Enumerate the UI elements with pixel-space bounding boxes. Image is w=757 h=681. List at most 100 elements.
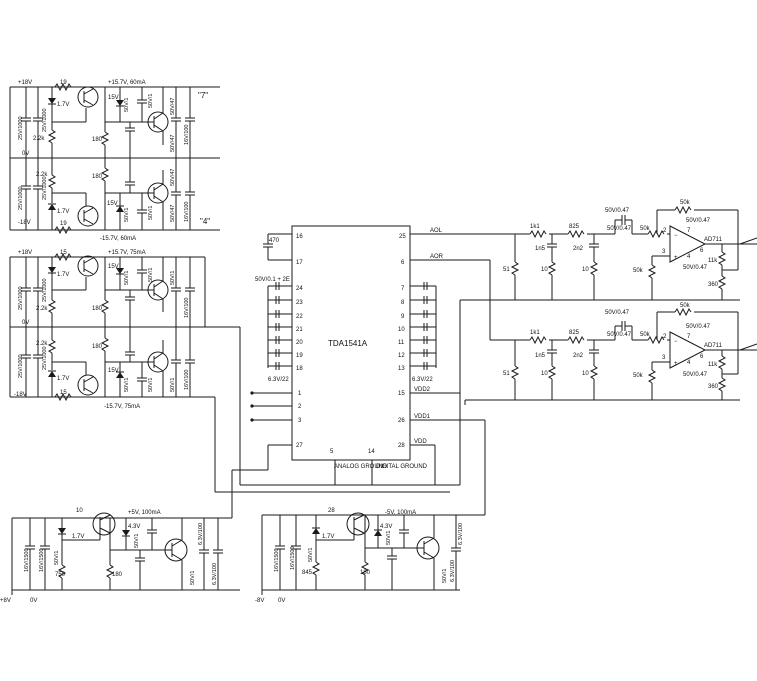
- supply-mid-z15-neg: 15V: [108, 368, 119, 374]
- supply-mid-cap-in-pos-b: 25V/1000: [42, 278, 48, 302]
- svg-text:+: +: [674, 255, 678, 261]
- dac-pin-16: 16: [296, 234, 303, 240]
- supply-m5v-r-series: 28: [328, 508, 335, 514]
- supply-mid-r-series-pos: 15: [60, 250, 67, 256]
- dac-pin-12: 12: [398, 353, 405, 359]
- dac-pin-2: 2: [298, 404, 302, 410]
- supply-mid-r-bias-neg: 2.2k: [36, 341, 48, 347]
- dac-net-vdd2: VDD2: [414, 387, 431, 393]
- supply-5v-section: +8V 0V 10 +5V, 100mA 16V/1500 16V/1500 1…: [0, 508, 240, 604]
- supply-top-z15-pos: 15V: [108, 95, 119, 101]
- out-top-pin7: 7: [687, 228, 691, 234]
- supply-5v-pos-in: +8V: [0, 598, 11, 604]
- dac-pin-24: 24: [296, 286, 303, 292]
- out-bot-opamp: [669, 331, 707, 369]
- output-stage-bottom: 1k1 825 51 1n5 10 2n2 10 50V/0.47 50V/0.…: [503, 303, 757, 400]
- supply-5v-c-in-b: 16V/1500: [39, 548, 45, 572]
- out-bot-r1: 1k1: [530, 330, 540, 336]
- out-bot-c-fb: 50V/0.47: [686, 324, 711, 330]
- supply-top-r-bias-pos: 2.2k: [33, 136, 45, 142]
- out-top-r-10b: 10: [582, 267, 589, 273]
- supply-top-z15-neg: 15V: [107, 201, 118, 207]
- out-bot-pin6: 6: [700, 354, 704, 360]
- dac-pin-18: 18: [296, 366, 303, 372]
- dac-pin-5: 5: [330, 449, 334, 455]
- supply-m5v-c-out: 6.3V/100: [450, 560, 456, 582]
- supply-mid-pos-out: +15.7V, 75mA: [108, 250, 146, 256]
- supply-mid-zener-neg: 1.7V: [57, 376, 69, 382]
- supply-m5v-section: -8V 0V 28 -5V, 100mA 16V/1500 16V/1500 1…: [255, 508, 485, 604]
- supply-top-c50-pos-b: 50V/1: [148, 94, 154, 108]
- out-bot-r-10b: 10: [582, 371, 589, 377]
- dac-section: TDA1541A 16 17 24 23 22 21 20 19 18 1 2 …: [214, 225, 740, 518]
- supply-top-c47-pos-a: 50V/47: [170, 98, 176, 115]
- svg-text:+: +: [674, 361, 678, 367]
- supply-mid-section: +18V 0V -18V 15 15 +15.7V, 75mA -15.7V, …: [9, 250, 240, 410]
- supply-mid-r-series-neg: 15: [60, 390, 67, 396]
- dac-pin-7: 7: [401, 286, 405, 292]
- dac-pin-9: 9: [401, 314, 405, 320]
- supply-mid-r180-pos: 180: [92, 306, 103, 312]
- svg-text:−: −: [674, 339, 678, 345]
- out-bot-pin7: 7: [687, 334, 691, 340]
- supply-top-cap-in-neg-a: 25V/1000: [18, 186, 24, 210]
- supply-mid-z15-pos: 15V: [108, 264, 119, 270]
- out-bot-pin3: 3: [662, 355, 666, 361]
- dac-pin-26: 26: [398, 418, 405, 424]
- supply-top-label-7: "7": [198, 91, 208, 100]
- dac-left-cap-marks: [275, 282, 280, 370]
- out-top-r2: 825: [569, 224, 580, 230]
- supply-mid-r180-neg: 180: [92, 344, 103, 350]
- supply-m5v-out: -5V, 100mA: [385, 510, 416, 516]
- supply-mid-zener-pos: 1.7V: [57, 272, 69, 278]
- supply-top-cap-in-pos-b: 25V/1000: [42, 108, 48, 132]
- supply-5v-c50a: 50V/1: [54, 551, 60, 565]
- supply-m5v-neg-in: -8V: [255, 598, 264, 604]
- supply-top-cap-in-pos-a: 25V/1000: [18, 116, 24, 140]
- dac-cap-16-17: 470: [269, 238, 280, 244]
- dac-net-aor: AOR: [430, 254, 444, 260]
- out-top-pin4: 4: [687, 254, 691, 260]
- supply-mid-c100-neg: 16V/100: [184, 370, 190, 391]
- dac-net-vdd: VDD: [414, 439, 427, 445]
- out-top-pin2: 2: [663, 228, 667, 234]
- supply-5v-zener2: 4.3V: [128, 524, 140, 530]
- supply-m5v-c50b: 50V/1: [386, 531, 392, 545]
- supply-m5v-zener2: 4.3V: [380, 524, 392, 530]
- dac-pin-20: 20: [296, 340, 303, 346]
- supply-mid-c100-pos: 16V/100: [184, 298, 190, 319]
- out-top-c-sup: 50V/0.47: [683, 265, 708, 271]
- supply-m5v-r180: 180: [360, 570, 371, 576]
- supply-5v-c50c: 50V/1: [190, 571, 196, 585]
- supply-top-c47-neg-a: 50V/47: [170, 169, 176, 186]
- supply-m5v-zero: 0V: [278, 598, 285, 604]
- out-top-r-load: 360: [708, 282, 719, 288]
- supply-mid-cap-in-neg-a: 25V/1000: [18, 354, 24, 378]
- supply-m5v-zener: 1.7V: [322, 534, 334, 540]
- supply-5v-r-bias: 750: [55, 572, 66, 578]
- out-bot-r-10a: 10: [541, 371, 548, 377]
- supply-top-pos-out: +15.7V, 60mA: [108, 80, 146, 86]
- supply-m5v-c-in-a: 16V/1500: [274, 548, 280, 572]
- supply-5v-c-out2: 6.3V/100: [212, 563, 218, 585]
- out-bot-opamp-label: AD711: [704, 343, 723, 349]
- out-bot-r-in: 50k: [640, 332, 651, 338]
- supply-5v-c-in-a: 16V/1500: [24, 548, 30, 572]
- out-bot-c-sup: 50V/0.47: [683, 372, 708, 378]
- supply-top-neg-in: -18V: [18, 220, 31, 226]
- out-bot-r-fb: 50k: [680, 303, 691, 309]
- supply-top-label-4: "4": [200, 217, 210, 226]
- supply-mid-c50-neg-b: 50V/1: [148, 378, 154, 392]
- supply-top-r180-neg: 180: [92, 174, 103, 180]
- supply-5v-zero: 0V: [30, 598, 37, 604]
- supply-5v-out: +5V, 100mA: [128, 510, 161, 516]
- supply-mid-c50-neg-a: 50V/1: [124, 378, 130, 392]
- out-top-c-fb: 50V/0.47: [686, 218, 711, 224]
- out-top-r-gnd: 50k: [633, 268, 644, 274]
- supply-mid-cap-in-pos-a: 25V/1000: [18, 286, 24, 310]
- out-top-c-couple-a: 50V/0.47: [605, 208, 630, 214]
- dac-pin-3: 3: [298, 418, 302, 424]
- supply-5v-r-series: 10: [76, 508, 83, 514]
- dac-pin-13: 13: [398, 366, 405, 372]
